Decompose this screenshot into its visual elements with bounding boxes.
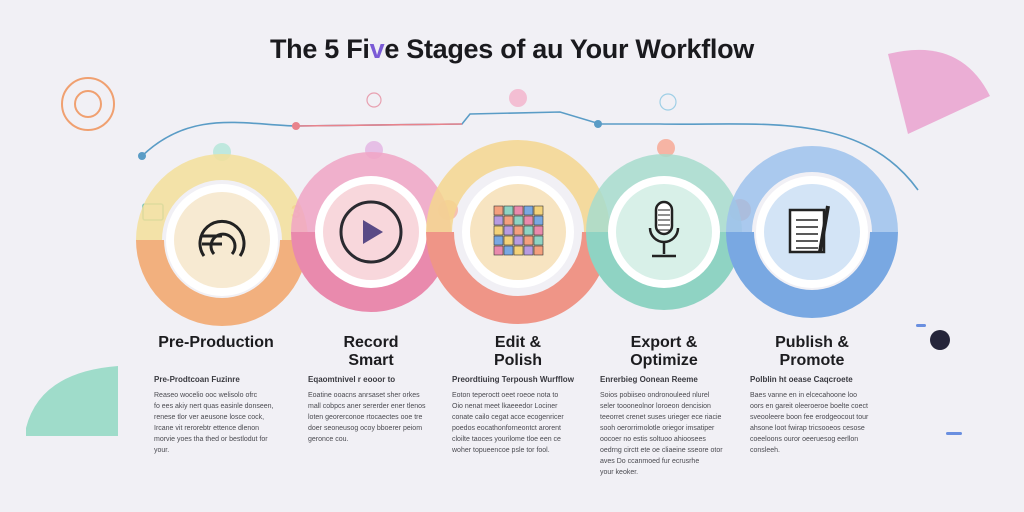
pin-badge xyxy=(657,139,675,157)
studio-microphone-icon xyxy=(648,200,680,258)
stage-subtitle: Polblin ht oease Caqcroete xyxy=(750,375,853,384)
stage-subtitle: Eqaomtnivel r eooor to xyxy=(308,375,396,384)
stage-title: Record Smart xyxy=(343,334,399,369)
outline-badge xyxy=(366,92,382,108)
stage-4[interactable] xyxy=(586,154,742,310)
stage-lower-arc xyxy=(586,232,742,310)
stage-title: Publish & Promote xyxy=(775,334,849,369)
blue-dash-decoration-2 xyxy=(916,324,926,327)
timeline-node xyxy=(138,152,146,160)
stage-title: Pre-Production xyxy=(158,334,274,351)
dark-dot-decoration xyxy=(930,330,950,350)
stage-upper-arc xyxy=(136,154,308,240)
orange-ring-inner-decoration xyxy=(74,90,102,118)
stage-lower-arc xyxy=(726,232,898,318)
timeline-path xyxy=(141,111,919,191)
stage-description: Eoatine ooacns anrsaset sher orkes mall … xyxy=(308,392,426,443)
stage-subtitle: Enrerbieg Oonean Reeme xyxy=(600,375,698,384)
stage-description: Soios pobiiseo ondronouleed nlurel seler… xyxy=(600,392,723,476)
blue-dash-decoration xyxy=(946,432,962,435)
stage-description: Eoton teperoctt oeet roeoe nota to Oio n… xyxy=(452,392,564,454)
stage-upper-arc xyxy=(426,140,610,232)
stage-lower-arc xyxy=(136,240,308,326)
stage-2[interactable] xyxy=(291,152,451,312)
timeline-node xyxy=(292,122,300,130)
stage-upper-arc xyxy=(726,146,898,232)
document-edit-icon xyxy=(788,205,830,254)
stage-5[interactable] xyxy=(726,146,898,318)
stage-lower-arc xyxy=(426,232,610,324)
pink-wedge-decoration xyxy=(888,49,990,134)
stage-lower-arc xyxy=(291,232,451,312)
outline-badge xyxy=(659,93,677,111)
play-icon xyxy=(339,200,403,264)
stage-title: Edit & Polish xyxy=(493,334,542,369)
stage-upper-arc xyxy=(291,152,451,232)
stage-subtitle: Pre-Prodtcoan Fuzinre xyxy=(154,375,240,384)
timeline-path-pink xyxy=(295,123,463,127)
stage-upper-arc xyxy=(586,154,742,232)
microphone-wave-icon xyxy=(198,219,246,257)
timeline-node xyxy=(594,120,602,128)
stage-description: Baes vanne en in elcecahoone loo oors en… xyxy=(750,392,869,454)
stage-1[interactable] xyxy=(136,154,308,326)
stage-3[interactable] xyxy=(426,140,610,324)
stage-description: Reaseo wocelio ooc welisolo ofrc fo ees … xyxy=(154,392,274,454)
page-title: The 5 Five Stages of au Your Workflow xyxy=(269,34,754,64)
orange-ring-decoration xyxy=(61,77,115,131)
stage-subtitle: Preordtiuing Terpoush Wurfflow xyxy=(452,375,574,384)
stage-inner-circle xyxy=(174,192,270,288)
stage-title: Export & Optimize xyxy=(630,334,698,369)
teal-quarter-decoration xyxy=(26,366,118,436)
grid-icon xyxy=(493,205,544,256)
pin-badge xyxy=(509,89,527,107)
